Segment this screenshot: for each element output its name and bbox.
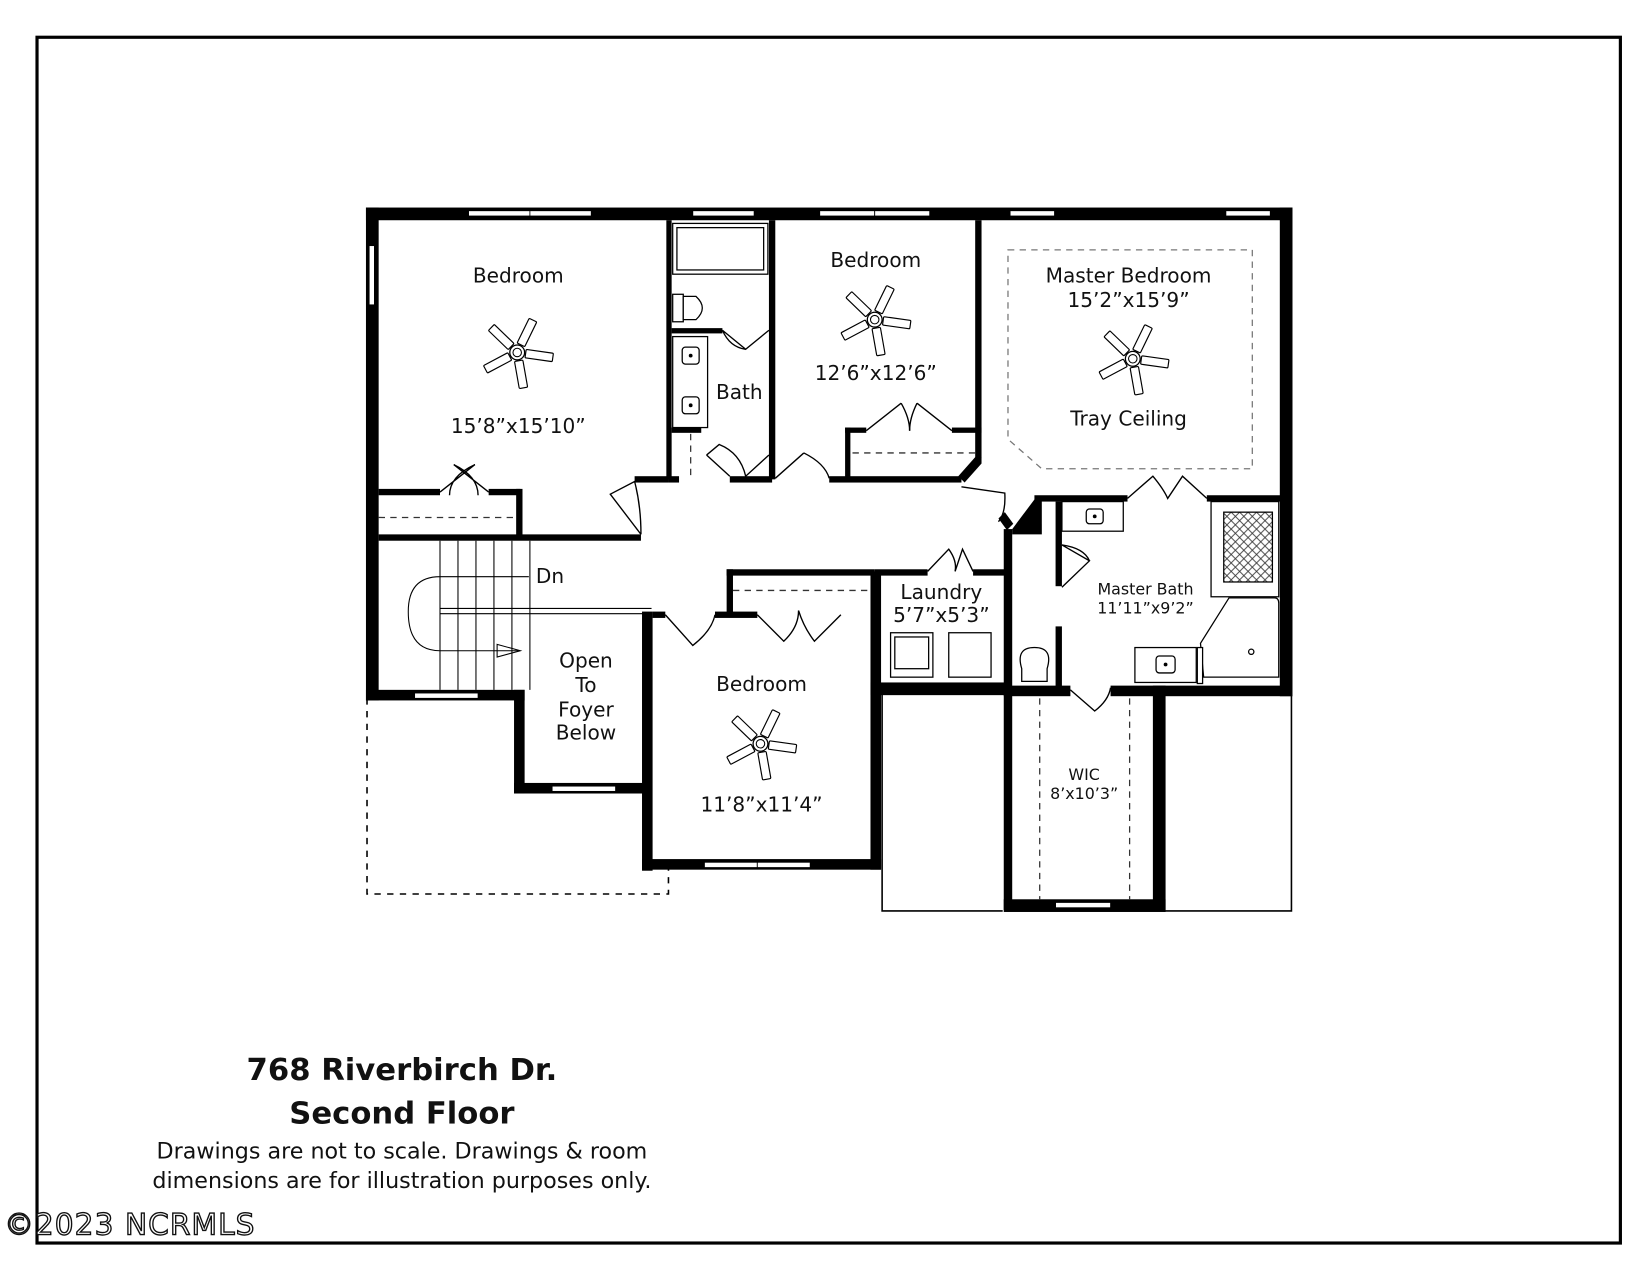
room-dims-laundry: 5’7”x5’3”: [893, 603, 990, 627]
room-name-wic: WIC: [1068, 765, 1099, 784]
disclaimer-line1: Drawings are not to scale. Drawings & ro…: [157, 1138, 648, 1164]
room-dims-master-bath: 11’11”x9’2”: [1097, 599, 1193, 618]
room-name-bath: Bath: [716, 380, 763, 404]
dashed-area-outline: [366, 698, 670, 895]
room-note-tray-ceiling: Tray Ceiling: [1069, 406, 1187, 430]
floor-title: Second Floor: [289, 1097, 515, 1132]
dashed-lines: [378, 249, 1253, 900]
room-name-bedroom-s: Bedroom: [716, 672, 807, 696]
room-dims-bedroom-n: 12’6”x12’6”: [815, 361, 937, 385]
doors: [439, 329, 1208, 712]
room-name-laundry: Laundry: [900, 580, 982, 604]
open-foyer-line4: Below: [556, 721, 616, 745]
copyright-watermark: ©2023 NCRMLS: [4, 1208, 255, 1242]
fixtures: [672, 222, 1280, 685]
windows: [368, 210, 1271, 909]
ceiling-fan-icon: [726, 708, 798, 781]
open-foyer-line3: Foyer: [558, 697, 614, 721]
disclaimer-line2: dimensions are for illustration purposes…: [152, 1168, 651, 1194]
staircase: [407, 540, 652, 690]
open-foyer-line1: Open: [559, 649, 613, 673]
room-name-bedroom-n: Bedroom: [830, 248, 921, 272]
address-title: 768 Riverbirch Dr.: [247, 1053, 558, 1088]
ceiling-fan-icon: [482, 317, 555, 390]
room-name-bedroom-nw: Bedroom: [473, 264, 564, 288]
room-name-master-bath: Master Bath: [1097, 580, 1193, 599]
open-foyer-line2: To: [574, 673, 596, 697]
room-dims-master-bedroom: 15’2”x15’9”: [1068, 288, 1190, 312]
ceiling-fan-icon: [840, 284, 912, 357]
stairs-down-label: Dn: [536, 564, 564, 588]
ceiling-fan-icon: [1098, 323, 1170, 396]
page-frame: [35, 35, 1622, 1245]
room-dims-wic: 8’x10’3”: [1050, 784, 1118, 803]
room-name-master-bedroom: Master Bedroom: [1046, 264, 1212, 288]
room-dims-bedroom-s: 11’8”x11’4”: [700, 792, 822, 816]
room-dims-bedroom-nw: 15’8”x15’10”: [451, 414, 586, 438]
walls: [365, 207, 1293, 912]
